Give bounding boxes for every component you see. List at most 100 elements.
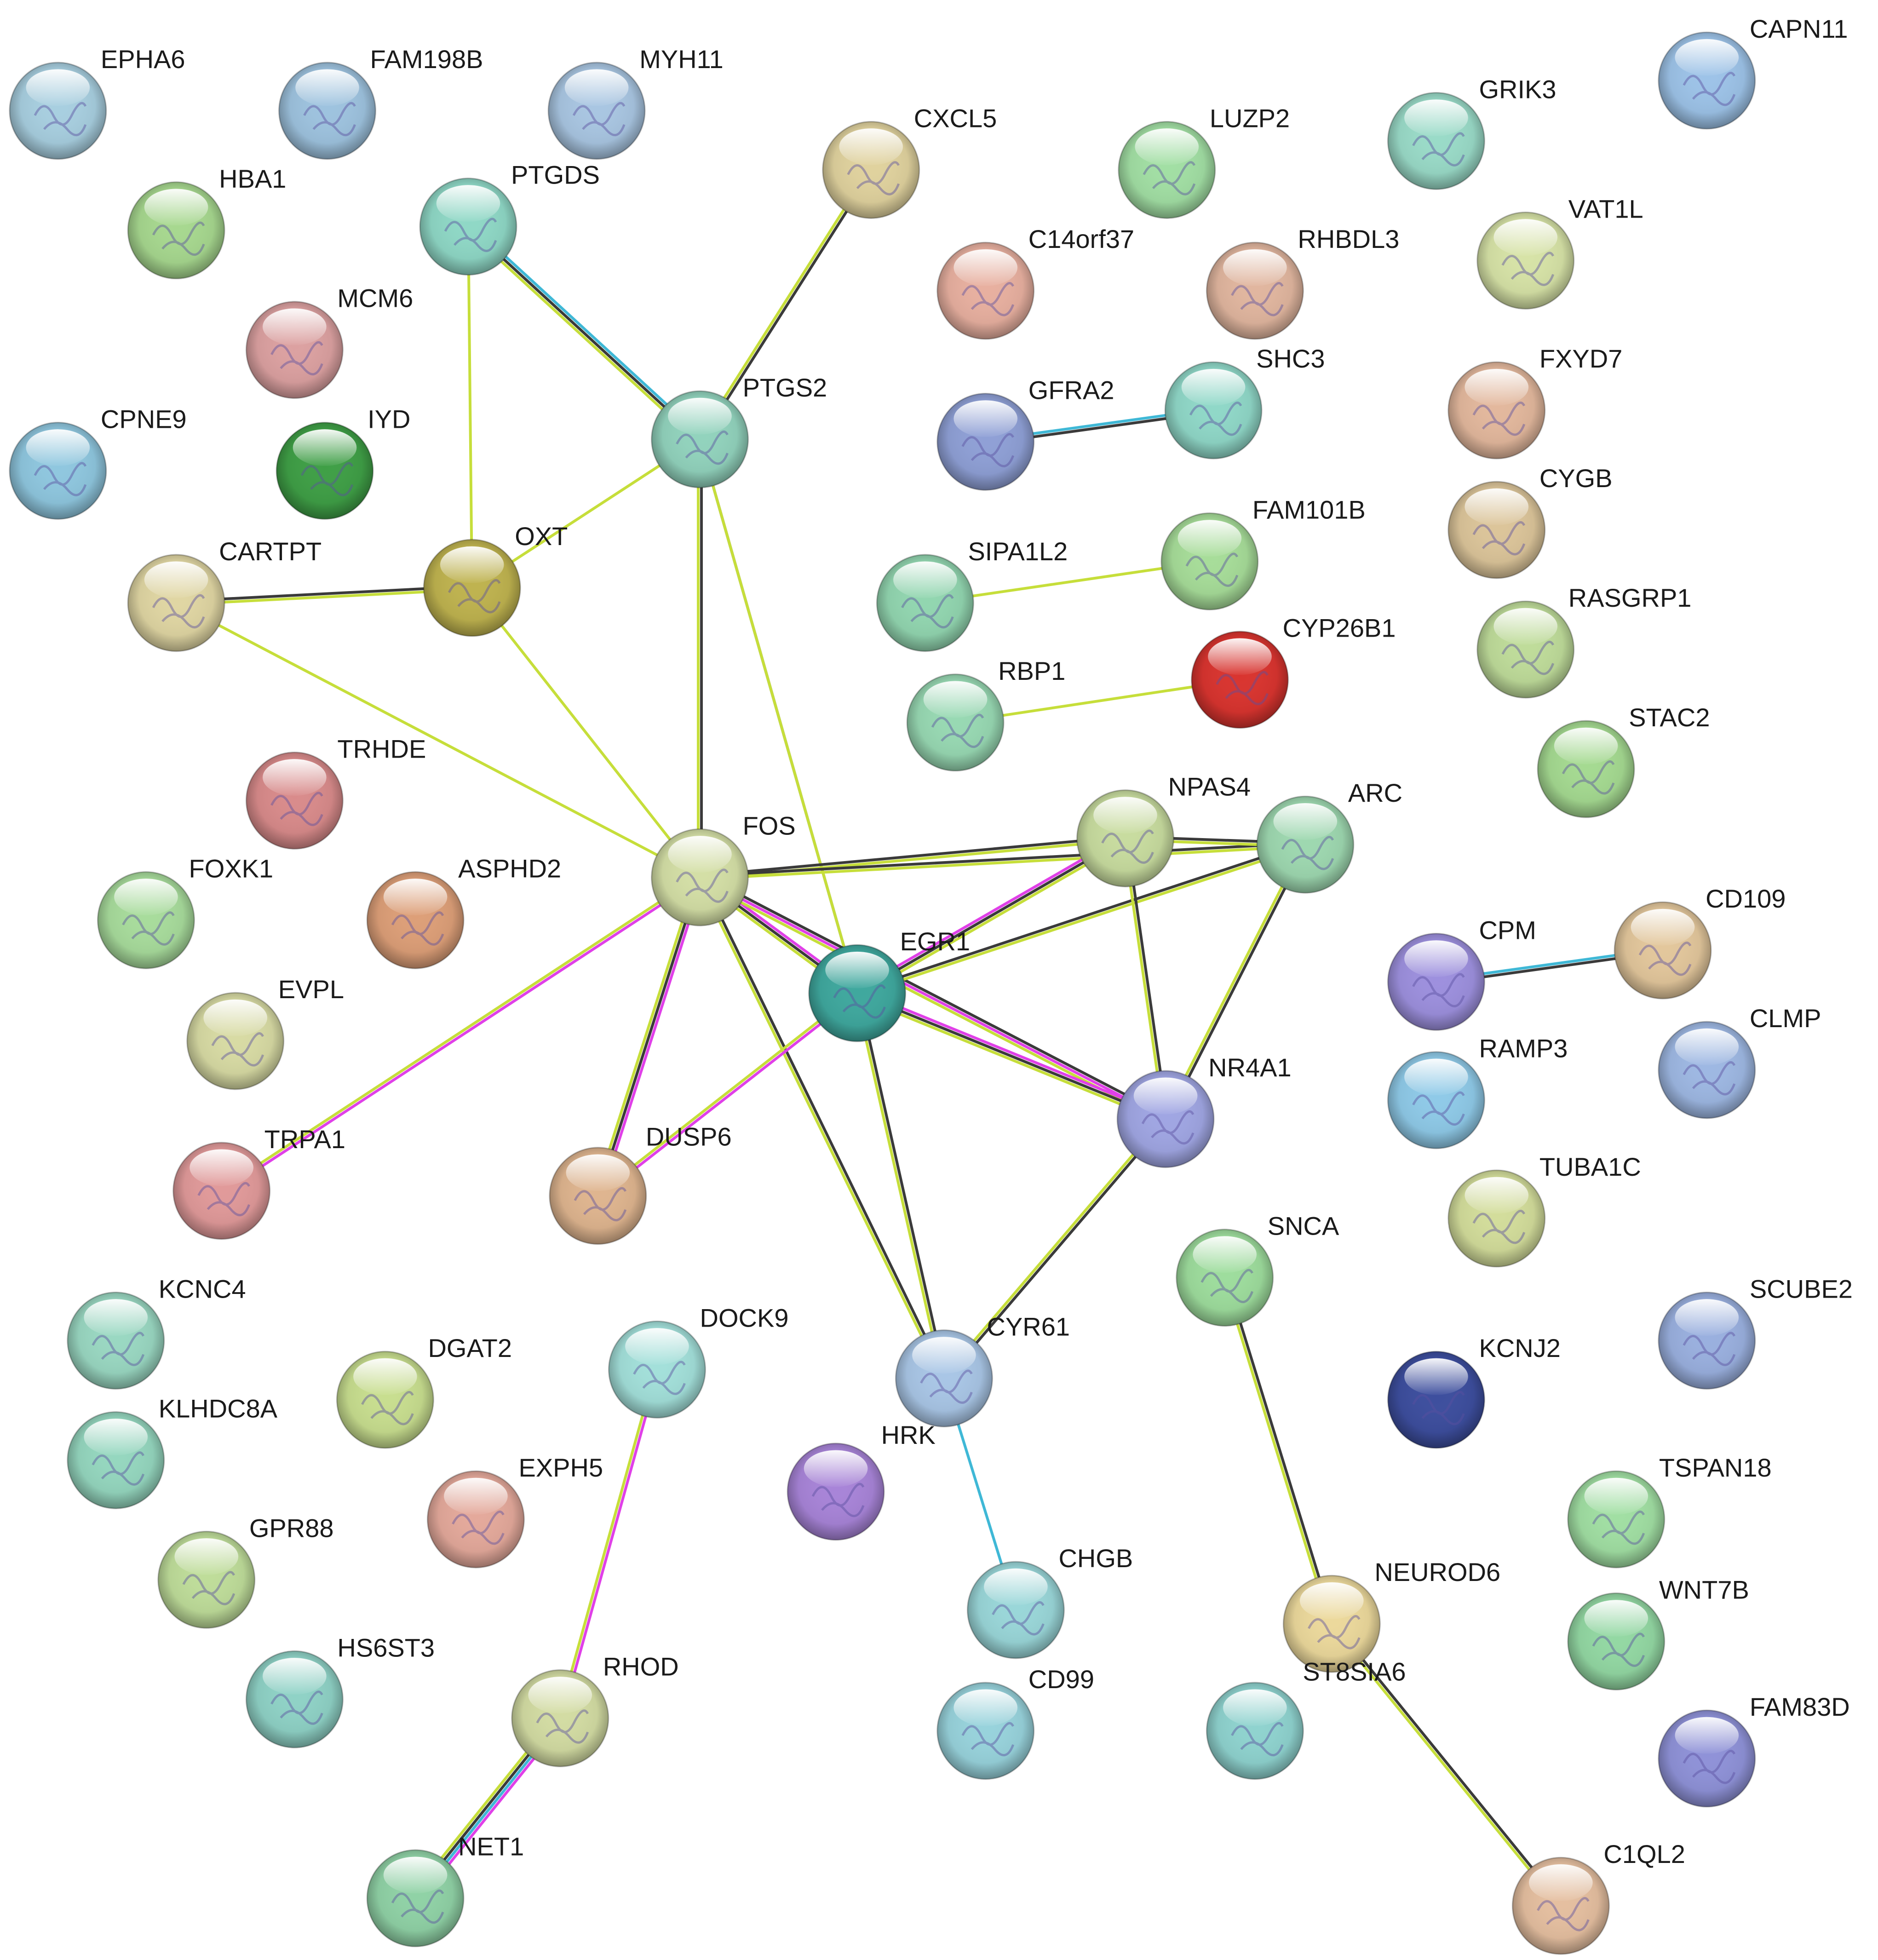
node-ramp3[interactable]: RAMP3 <box>1387 1034 1568 1150</box>
node-hba1[interactable]: HBA1 <box>127 164 286 280</box>
node-hs6st3[interactable]: HS6ST3 <box>245 1633 435 1748</box>
edge-FOS-ARC[interactable] <box>698 841 1307 880</box>
node-clmp[interactable]: CLMP <box>1658 1004 1821 1119</box>
node-luzp2[interactable]: LUZP2 <box>1118 103 1290 219</box>
edge-PTGS2-FOS[interactable] <box>697 438 703 879</box>
node-cxcl5[interactable]: CXCL5 <box>822 103 997 219</box>
node-vat1l[interactable]: VAT1L <box>1476 194 1643 310</box>
edge-NEUROD6-C1QL2[interactable] <box>1329 1621 1564 1908</box>
node-mcm6[interactable]: MCM6 <box>245 284 413 399</box>
node-gpr88[interactable]: GPR88 <box>157 1513 334 1629</box>
node-oxt[interactable]: OXT <box>423 522 568 637</box>
edge-PTGDS-OXT[interactable] <box>467 225 474 589</box>
edge-PTGDS-PTGS2[interactable] <box>465 223 704 443</box>
edge-CARTPT-OXT[interactable] <box>174 585 474 606</box>
edge-OXT-FOS[interactable] <box>471 586 701 879</box>
node-c14orf37[interactable]: C14orf37 <box>936 224 1134 340</box>
node-klhdc8a[interactable]: KLHDC8A <box>67 1394 278 1509</box>
node-label: PTGS2 <box>743 373 827 402</box>
node-fam198b[interactable]: FAM198B <box>278 45 483 160</box>
node-ptgs2[interactable]: PTGS2 <box>651 373 827 489</box>
node-hrk[interactable]: HRK <box>787 1420 936 1541</box>
edge-EGR1-CYR61[interactable] <box>854 991 947 1380</box>
node-stac2[interactable]: STAC2 <box>1537 703 1710 818</box>
node-scube2[interactable]: SCUBE2 <box>1658 1274 1853 1390</box>
edge-CARTPT-FOS[interactable] <box>175 601 701 879</box>
node-arc[interactable]: ARC <box>1256 778 1402 894</box>
edge-PTGS2-EGR1[interactable] <box>698 438 859 995</box>
node-npas4[interactable]: NPAS4 <box>1076 772 1251 888</box>
node-fxyd7[interactable]: FXYD7 <box>1447 344 1623 460</box>
node-tuba1c[interactable]: TUBA1C <box>1447 1152 1641 1268</box>
node-fam101b[interactable]: FAM101B <box>1160 495 1366 611</box>
node-rbp1[interactable]: RBP1 <box>906 656 1065 772</box>
node-asphd2[interactable]: ASPHD2 <box>366 854 561 969</box>
node-fam83d[interactable]: FAM83D <box>1658 1692 1850 1808</box>
edge-SNCA-NEUROD6[interactable] <box>1222 1276 1335 1626</box>
node-tspan18[interactable]: TSPAN18 <box>1567 1453 1772 1569</box>
node-capn11[interactable]: CAPN11 <box>1658 14 1848 130</box>
node-cd109[interactable]: CD109 <box>1614 884 1786 1000</box>
node-shc3[interactable]: SHC3 <box>1164 344 1325 460</box>
node-st8sia6[interactable]: ST8SIA6 <box>1206 1657 1406 1780</box>
node-label: GRIK3 <box>1479 75 1556 103</box>
node-rhod[interactable]: RHOD <box>511 1652 679 1767</box>
node-cartpt[interactable]: CARTPT <box>127 537 322 652</box>
node-c1ql2[interactable]: C1QL2 <box>1511 1839 1685 1955</box>
protein-structure-icon <box>444 218 497 252</box>
node-dusp6[interactable]: DUSP6 <box>549 1122 732 1245</box>
node-cyr61[interactable]: CYR61 <box>895 1312 1070 1428</box>
edge-CXCL5-PTGS2[interactable] <box>697 167 874 442</box>
node-fos[interactable]: FOS <box>651 811 796 926</box>
node-myh11[interactable]: MYH11 <box>547 45 724 160</box>
node-rasgrp1[interactable]: RASGRP1 <box>1476 583 1692 699</box>
node-iyd[interactable]: IYD <box>276 404 410 520</box>
node-kcnj2[interactable]: KCNJ2 <box>1387 1333 1561 1449</box>
node-cyp26b1[interactable]: CYP26B1 <box>1191 614 1396 729</box>
node-gfra2[interactable]: GFRA2 <box>936 376 1114 491</box>
node-cygb[interactable]: CYGB <box>1447 464 1613 579</box>
edge-FOS-NR4A1[interactable] <box>697 873 1169 1124</box>
node-chgb[interactable]: CHGB <box>966 1544 1133 1659</box>
node-dgat2[interactable]: DGAT2 <box>336 1333 512 1449</box>
node-label: VAT1L <box>1568 194 1643 223</box>
edge-FOS-DUSP6[interactable] <box>593 875 705 1198</box>
node-foxk1[interactable]: FOXK1 <box>97 854 273 969</box>
node-egr1[interactable]: EGR1 <box>808 927 971 1042</box>
edge-EGR1-DUSP6[interactable] <box>595 990 860 1199</box>
node-rhbdl3[interactable]: RHBDL3 <box>1206 224 1399 340</box>
node-rim <box>549 1147 647 1245</box>
edge-FOS-TRPA1[interactable] <box>219 874 702 1194</box>
node-label: SIPA1L2 <box>968 537 1068 566</box>
node-exph5[interactable]: EXPH5 <box>426 1453 603 1569</box>
edge-EGR1-NPAS4[interactable] <box>854 834 1129 998</box>
node-net1[interactable]: NET1 <box>366 1832 524 1948</box>
node-dock9[interactable]: DOCK9 <box>608 1303 789 1419</box>
node-sipa1l2[interactable]: SIPA1L2 <box>876 537 1068 652</box>
node-wnt7b[interactable]: WNT7B <box>1567 1575 1749 1691</box>
node-evpl[interactable]: EVPL <box>186 975 344 1090</box>
edge-EGR1-NR4A1[interactable] <box>854 989 1168 1124</box>
node-cd99[interactable]: CD99 <box>936 1665 1094 1780</box>
edge-EGR1-ARC[interactable] <box>855 841 1307 996</box>
node-trhde[interactable]: TRHDE <box>245 734 426 850</box>
node-ptgds[interactable]: PTGDS <box>419 161 600 276</box>
node-neurod6[interactable]: NEUROD6 <box>1282 1558 1500 1673</box>
node-snca[interactable]: SNCA <box>1176 1212 1339 1327</box>
node-rim <box>1567 1470 1666 1569</box>
node-kcnc4[interactable]: KCNC4 <box>67 1274 246 1390</box>
edge-ARC-NR4A1[interactable] <box>1162 842 1308 1121</box>
edge-NR4A1-CYR61[interactable] <box>941 1116 1168 1381</box>
node-nr4a1[interactable]: NR4A1 <box>1116 1053 1292 1168</box>
node-label: IYD <box>368 404 410 433</box>
node-epha6[interactable]: EPHA6 <box>9 45 185 160</box>
node-label: CD99 <box>1028 1665 1094 1694</box>
node-gloss <box>953 400 1018 437</box>
edge-FOS-CYR61[interactable] <box>697 875 947 1381</box>
node-grik3[interactable]: GRIK3 <box>1387 75 1556 190</box>
node-cpne9[interactable]: CPNE9 <box>9 404 187 520</box>
node-trpa1[interactable]: TRPA1 <box>172 1125 345 1240</box>
node-rim <box>157 1530 256 1629</box>
edge-DOCK9-RHOD[interactable] <box>557 1368 660 1720</box>
node-cpm[interactable]: CPM <box>1387 916 1536 1031</box>
